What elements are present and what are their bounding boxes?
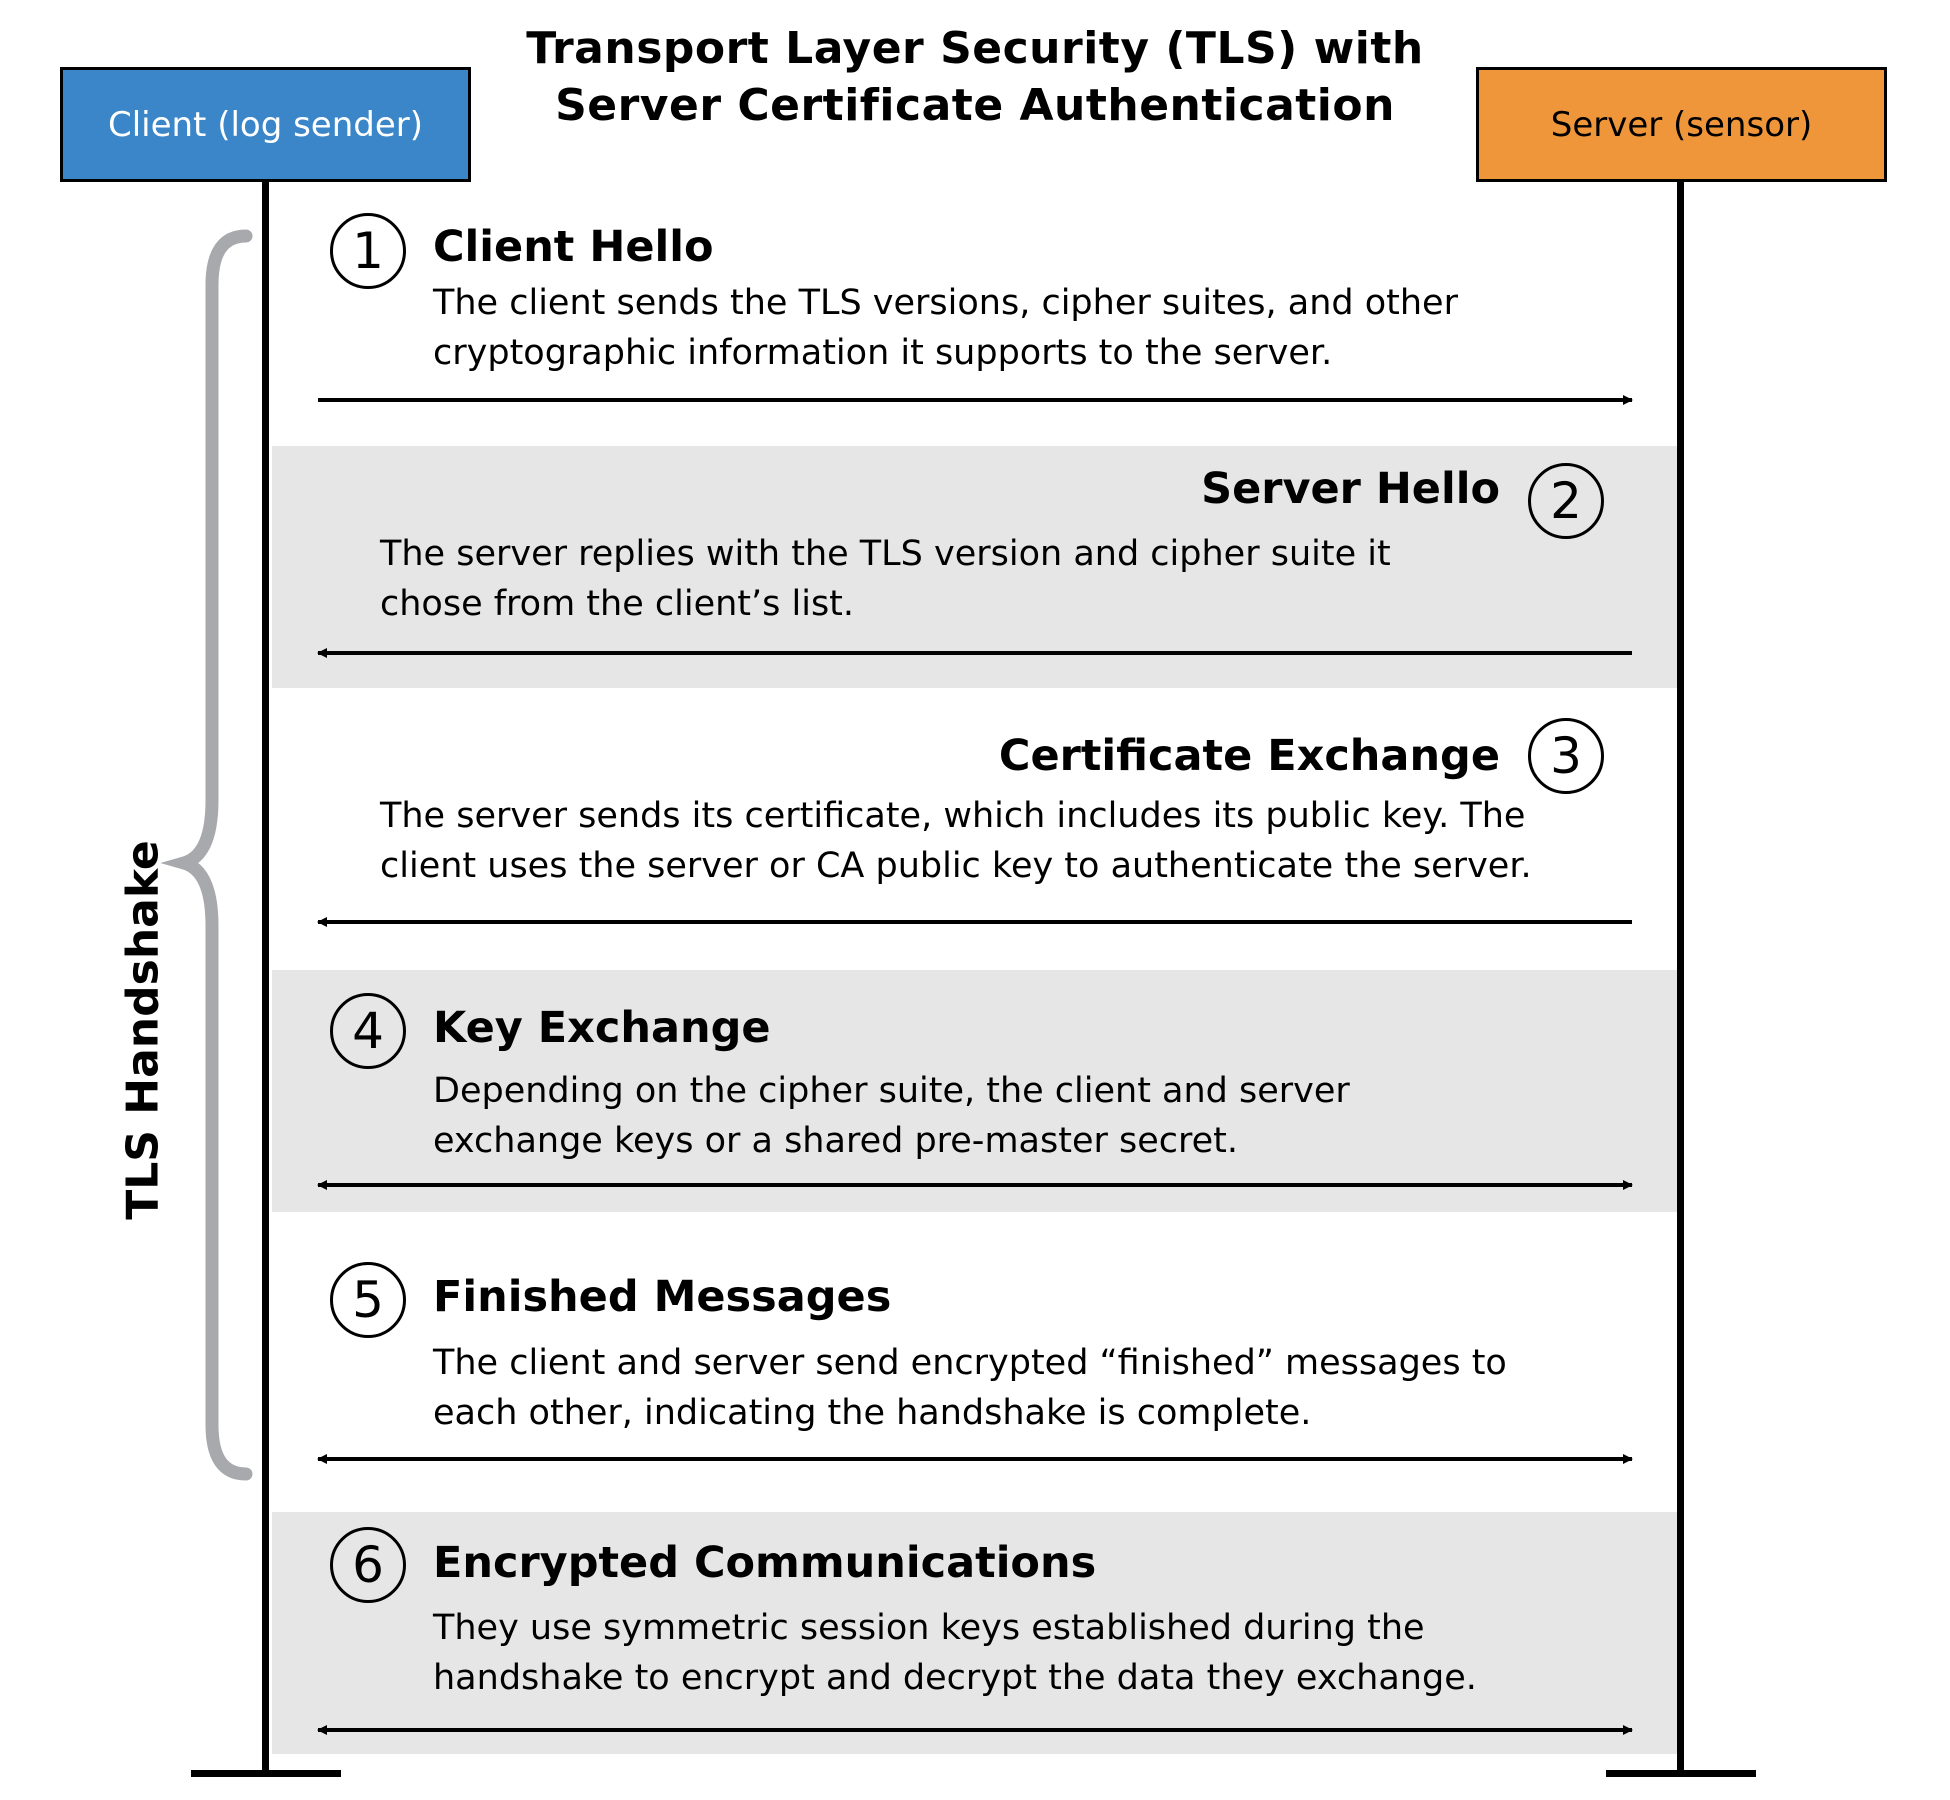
step-6-desc-line-1: They use symmetric session keys establis…: [433, 1608, 1425, 1648]
step-5-number: 5: [330, 1262, 406, 1338]
step-2-desc-line-1: The server replies with the TLS version …: [380, 534, 1391, 574]
client-actor-box: Client (log sender): [60, 67, 471, 182]
step-2-band: [272, 446, 1680, 688]
handshake-bracket: [160, 229, 253, 1481]
step-1-description: The client sends the TLS versions, ciphe…: [433, 278, 1458, 378]
title-line-2: Server Certificate Authentication: [555, 80, 1395, 131]
step-2-description: The server replies with the TLS version …: [380, 529, 1391, 629]
server-actor-box: Server (sensor): [1476, 67, 1887, 182]
step-5-desc-line-1: The client and server send encrypted “fi…: [433, 1343, 1507, 1383]
server-lifeline: [1677, 182, 1684, 1777]
tls-handshake-label: TLS Handshake: [117, 840, 169, 1220]
step-1-desc-line-1: The client sends the TLS versions, ciphe…: [433, 283, 1458, 323]
step-4-desc-line-2: exchange keys or a shared pre-master sec…: [433, 1121, 1238, 1161]
step-4-title: Key Exchange: [433, 1003, 771, 1053]
client-lifeline: [262, 182, 269, 1777]
step-2-title: Server Hello: [1201, 464, 1500, 514]
step-3-number: 3: [1528, 718, 1604, 794]
step-6-band: [272, 1512, 1680, 1754]
step-2-number: 2: [1528, 463, 1604, 539]
step-3-title: Certificate Exchange: [998, 731, 1500, 781]
step-3-desc-line-1: The server sends its certificate, which …: [380, 796, 1526, 836]
client-lifeline-foot: [191, 1770, 341, 1777]
step-5-desc-line-2: each other, indicating the handshake is …: [433, 1393, 1312, 1433]
step-3-desc-line-2: client uses the server or CA public key …: [380, 846, 1532, 886]
step-6-title: Encrypted Communications: [433, 1538, 1097, 1588]
server-actor-label: Server (sensor): [1550, 104, 1813, 145]
step-1-number: 1: [330, 213, 406, 289]
step-6-number: 6: [330, 1527, 406, 1603]
step-1-title: Client Hello: [433, 222, 714, 272]
step-4-desc-line-1: Depending on the cipher suite, the clien…: [433, 1071, 1350, 1111]
server-lifeline-foot: [1606, 1770, 1756, 1777]
step-4-number: 4: [330, 993, 406, 1069]
title-line-1: Transport Layer Security (TLS) with: [526, 23, 1424, 74]
step-4-band: [272, 970, 1680, 1212]
step-4-description: Depending on the cipher suite, the clien…: [433, 1066, 1350, 1166]
step-5-title: Finished Messages: [433, 1272, 892, 1322]
step-5-description: The client and server send encrypted “fi…: [433, 1338, 1507, 1438]
diagram-title: Transport Layer Security (TLS) with Serv…: [500, 20, 1450, 134]
step-2-desc-line-2: chose from the client’s list.: [380, 584, 855, 624]
step-6-desc-line-2: handshake to encrypt and decrypt the dat…: [433, 1658, 1477, 1698]
step-3-description: The server sends its certificate, which …: [380, 791, 1532, 891]
step-6-description: They use symmetric session keys establis…: [433, 1603, 1477, 1703]
client-actor-label: Client (log sender): [107, 104, 424, 145]
step-1-desc-line-2: cryptographic information it supports to…: [433, 333, 1333, 373]
